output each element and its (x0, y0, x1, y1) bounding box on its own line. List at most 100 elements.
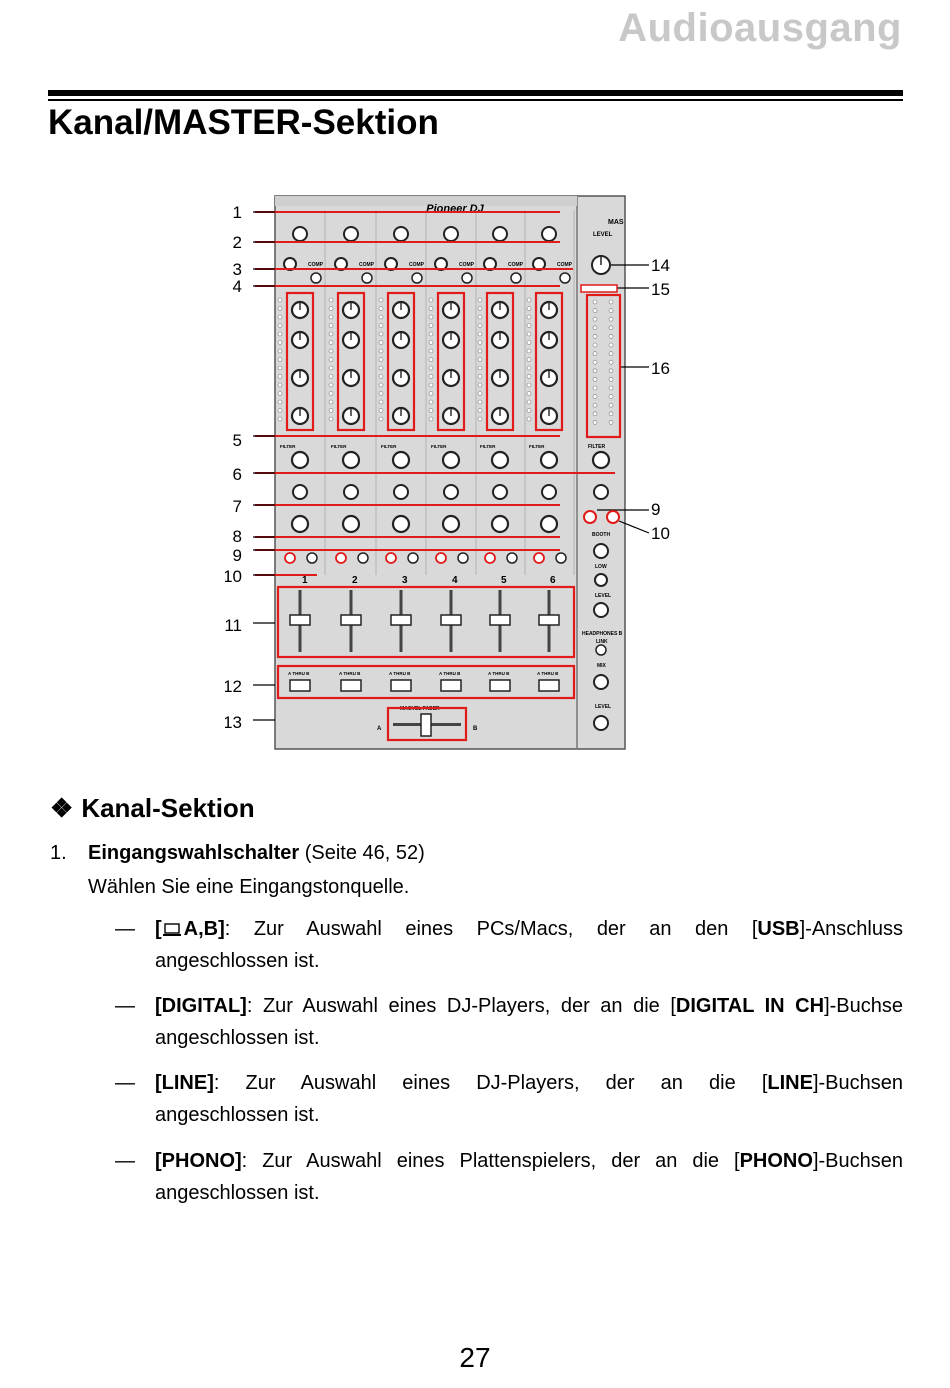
comp-knob-2 (361, 272, 373, 284)
master-mix-button (606, 510, 620, 524)
callout-9-right: 9 (651, 500, 660, 519)
send-knob-2 (341, 514, 361, 534)
cue-button-6 (533, 552, 545, 564)
bullet-key: A,B] (183, 918, 225, 940)
channel-fader-5 (489, 614, 511, 626)
channel-number-4: 4 (452, 575, 458, 586)
callout-16: 16 (651, 359, 670, 378)
thru-label-3: A THRU B (389, 671, 411, 676)
channel-fader-2 (340, 614, 362, 626)
callout-3: 3 (233, 260, 242, 279)
filter-knob-5 (490, 450, 510, 470)
comp-knob-6 (559, 272, 571, 284)
fx-cue-button-4 (457, 552, 469, 564)
bullet-tail: ]-Anschluss (799, 918, 903, 940)
highlight-master-meter (585, 293, 622, 439)
highlight-eq-ch2 (336, 291, 366, 432)
filter-knob-1 (290, 450, 310, 470)
master-beat-fx-knob (593, 484, 609, 500)
section-heading-text: Kanal-Sektion (81, 793, 255, 823)
bullet-line: — [LINE]: Zur Auswahl eines DJ-Players, … (115, 1067, 903, 1131)
bullet-tail: ]-Buchsen (812, 1072, 903, 1094)
headphones-mix-knob (593, 674, 609, 690)
crossfader-a-label: A (377, 726, 382, 732)
beat-fx-assign-knob-4 (443, 484, 459, 500)
callout-15: 15 (651, 280, 670, 299)
bullet-lead: : Zur Auswahl eines PCs/Macs, der an den… (224, 918, 758, 940)
callout-11: 11 (225, 616, 242, 635)
fx-cue-button-1 (306, 552, 318, 564)
crossfader-assign-switch-1 (289, 679, 311, 692)
list-item-ref: (Seite 46, 52) (304, 842, 425, 864)
comp-knob-3 (411, 272, 423, 284)
send-knob-3 (391, 514, 411, 534)
callout-1: 1 (233, 203, 242, 222)
beat-fx-assign-knob-5 (492, 484, 508, 500)
comp-label-6: COMP (557, 262, 573, 268)
highlight-faders (276, 585, 576, 659)
list-item-1: 1.Eingangswahlschalter (Seite 46, 52) (50, 842, 425, 865)
send-knob-4 (441, 514, 461, 534)
highlight-eq-ch1 (285, 291, 315, 432)
crossfader-b-label: B (473, 726, 478, 732)
header-rule-thin (48, 99, 903, 101)
bullet-lead: : Zur Auswahl eines Plattenspielers, der… (241, 1150, 740, 1172)
page-number: 27 (459, 1342, 491, 1373)
header-section-title: Audioausgang (618, 6, 902, 50)
bullet-line2: angeschlossen ist. (155, 1104, 320, 1126)
highlight-assign (276, 664, 576, 700)
bullet-digital: — [DIGITAL]: Zur Auswahl eines DJ-Player… (115, 990, 903, 1054)
fx-cue-button-6 (555, 552, 567, 564)
bullet-line2: angeschlossen ist. (155, 1027, 320, 1049)
bullet-line2: angeschlossen ist. (155, 1182, 320, 1204)
callout-13: 13 (225, 713, 242, 732)
filter-label-6: FILTER (529, 444, 545, 449)
comp-label-4: COMP (459, 262, 475, 268)
booth-level-knob (593, 543, 609, 559)
send-knob-1 (290, 514, 310, 534)
headphones-level-knob (593, 715, 609, 731)
callout-4: 4 (233, 277, 242, 296)
input-selector-knob-3 (393, 226, 409, 242)
bullet-key: [DIGITAL] (155, 995, 247, 1017)
master-label: MAS (608, 219, 624, 226)
channel-number-1: 1 (302, 575, 308, 586)
channel-fader-1 (289, 614, 311, 626)
highlight-eq-ch5 (485, 291, 515, 432)
channel-number-3: 3 (402, 575, 408, 586)
filter-knob-6 (539, 450, 559, 470)
section-heading: ❖Kanal-Sektion (50, 793, 255, 824)
callout-7: 7 (233, 497, 242, 516)
cue-button-4 (435, 552, 447, 564)
dash: — (115, 1150, 135, 1172)
comp-knob-1 (310, 272, 322, 284)
filter-label-4: FILTER (431, 444, 447, 449)
channel-fader-4 (440, 614, 462, 626)
thru-label-2: A THRU B (339, 671, 361, 676)
callout-10-right: 10 (651, 524, 670, 543)
master-level-label-2: LEVEL (595, 593, 611, 599)
channel-number-2: 2 (352, 575, 358, 586)
input-selector-knob-6 (541, 226, 557, 242)
list-item-number: 1. (50, 842, 67, 864)
callout-10: 10 (225, 567, 242, 586)
thru-label-6: A THRU B (537, 671, 559, 676)
comp-label-2: COMP (359, 262, 375, 268)
diamond-icon: ❖ (50, 793, 74, 823)
filter-label-2: FILTER (331, 444, 347, 449)
booth-out-knob (593, 602, 609, 618)
callout-5: 5 (233, 431, 242, 450)
bullet-phono: — [PHONO]: Zur Auswahl eines Plattenspie… (115, 1145, 903, 1209)
thru-label-4: A THRU B (439, 671, 461, 676)
fx-cue-button-2 (357, 552, 369, 564)
bullet-usb: — [A,B]: Zur Auswahl eines PCs/Macs, der… (115, 913, 903, 977)
input-selector-knob-4 (443, 226, 459, 242)
headphones-link-button (595, 644, 607, 656)
page-title: Kanal/MASTER-Sektion (48, 103, 439, 142)
master-level-label: LEVEL (593, 232, 613, 238)
fx-cue-button-5 (506, 552, 518, 564)
dash: — (115, 1072, 135, 1094)
bullet-key: [LINE] (155, 1072, 214, 1094)
comp-knob-4 (461, 272, 473, 284)
beat-fx-assign-knob-3 (393, 484, 409, 500)
